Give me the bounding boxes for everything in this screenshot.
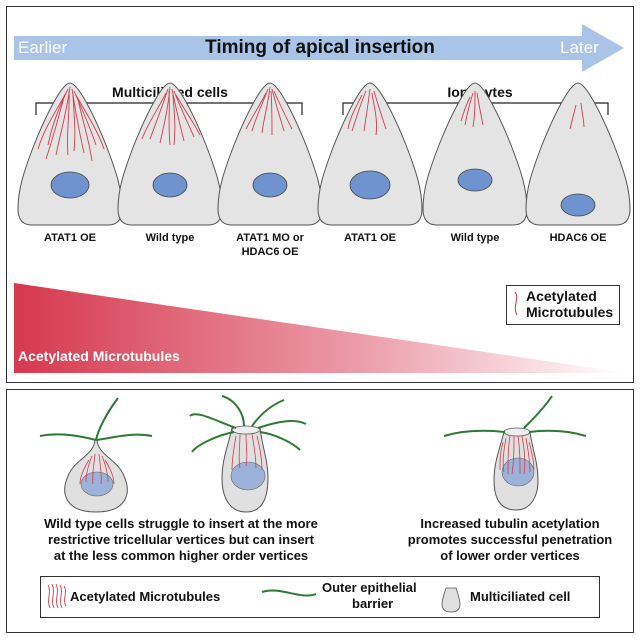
cell-4 xyxy=(317,82,423,226)
bottom-legend-box xyxy=(40,576,600,618)
caption-right-line2: promotes successful penetration xyxy=(407,532,613,547)
legend-barrier-line2: barrier xyxy=(352,596,394,611)
caption-left-line1: Wild type cells struggle to insert at th… xyxy=(44,516,318,531)
top-legend-line2: Microtubules xyxy=(526,304,614,320)
illustration-acetylation xyxy=(443,395,587,511)
multiciliated-cell-icon xyxy=(441,587,461,613)
cell-2 xyxy=(117,82,223,226)
caption-right-line3: of lower order vertices xyxy=(440,548,580,563)
legend-acetylated-label: Acetylated Microtubules xyxy=(70,589,221,604)
caption-left-line3: at the less common higher order vertices xyxy=(53,548,309,563)
illustration-higher-order xyxy=(189,395,307,513)
cell-5-label: Wild type xyxy=(450,232,500,244)
later-label: Later xyxy=(560,38,599,57)
illustration-tricellular xyxy=(39,397,153,513)
cell-4-label: ATAT1 OE xyxy=(344,232,396,244)
cell-6-label: HDAC6 OE xyxy=(549,232,607,244)
earlier-label: Earlier xyxy=(18,38,68,57)
cell-1 xyxy=(17,82,123,226)
top-legend-line1: Acetylated xyxy=(526,288,597,304)
cell-5 xyxy=(422,82,528,226)
legend-multiciliated-label: Multiciliated cell xyxy=(470,589,571,604)
cell-1-label: ATAT1 OE xyxy=(44,232,96,244)
cell-3-label-line2: HDAC6 OE xyxy=(241,246,299,258)
cell-3-label-line1: ATAT1 MO or xyxy=(236,232,304,244)
acetylated-microtubules-icon xyxy=(47,583,67,609)
caption-left-line2: restrictive tricellular vertices but can… xyxy=(48,532,314,547)
cell-3 xyxy=(217,82,323,226)
timing-title: Timing of apical insertion xyxy=(205,37,435,58)
bottom-panel xyxy=(6,389,634,633)
cell-6 xyxy=(525,82,631,226)
gradient-label: Acetylated Microtubules xyxy=(18,348,180,364)
cell-2-label: Wild type xyxy=(145,232,195,244)
caption-right-line1: Increased tubulin acetylation xyxy=(420,516,600,531)
top-legend-box xyxy=(506,285,620,325)
barrier-line-icon xyxy=(261,589,317,597)
legend-barrier-line1: Outer epithelial xyxy=(322,580,417,595)
top-panel xyxy=(6,6,634,383)
